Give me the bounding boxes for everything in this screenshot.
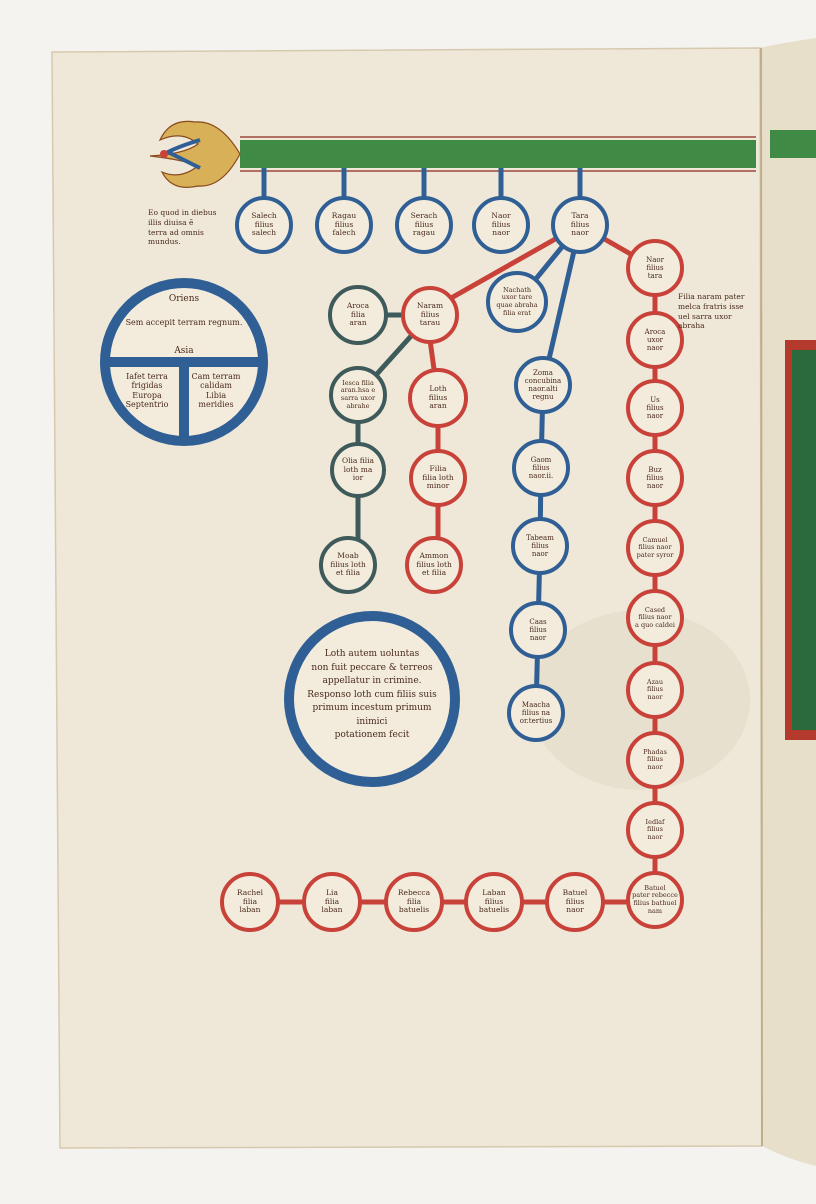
header-note: Eo quod in diebus illis diuisa ẽ terra a…	[148, 208, 217, 247]
nahor-node-10-label: Batuel pater rebecce filius bathuel nam	[632, 883, 678, 915]
map-title: Oriens	[168, 294, 200, 304]
nahor-node-9-label: Iedlaf filius naor	[645, 817, 665, 841]
nahor-node-8-circle	[626, 731, 684, 789]
top-row-node-2-label: Ragau filius falech	[331, 210, 357, 238]
green-title-band	[240, 140, 756, 168]
bottom-row-node-5-circle	[545, 872, 605, 932]
right-folio-green-band	[770, 130, 816, 158]
ammon-node-circle	[405, 536, 463, 594]
abram-node-circle	[486, 271, 548, 333]
nahor-node-2-label: Aroca uxor naor	[644, 327, 666, 353]
top-row-node-2-circle	[315, 196, 373, 254]
map-subtitle: Sem accepit terram regnum.	[125, 318, 243, 327]
nahor-node-1-circle	[626, 239, 684, 297]
nahor-node-3-label: Us filius naor	[646, 395, 664, 421]
tabeam-node-label: Tabeam filius naor	[526, 533, 554, 559]
bottom-row-node-2-label: Lia filia laban	[321, 887, 343, 915]
t-o-world-map	[100, 278, 268, 446]
tabeam-node-circle	[511, 517, 569, 575]
maacha-node-label: Maacha filius na or.tertius	[519, 700, 553, 726]
map-libia: Cam terram calidam Libia meridies	[191, 372, 241, 410]
loth-note-circle	[284, 611, 460, 787]
bottom-row-node-5-label: Batuel filius naor	[562, 887, 588, 915]
aroca-node-label: Aroca filia aran	[346, 300, 370, 328]
right-folio-miniature-inner	[792, 350, 816, 730]
loth-node-circle	[408, 368, 468, 428]
bottom-row-node-4-circle	[464, 872, 524, 932]
bottom-row-node-1-label: Rachel filia laban	[236, 887, 264, 915]
top-row-node-3-circle	[395, 196, 453, 254]
nahor-node-7-label: Azau filius naor	[646, 677, 664, 701]
top-row-node-5-circle	[551, 196, 609, 254]
bottom-row-node-3-label: Rebecca filia batuelis	[397, 887, 431, 915]
genealogy-nodes	[220, 196, 684, 932]
top-row-node-4-label: Naor filius naor	[491, 210, 511, 238]
nahor-node-10-circle	[626, 871, 684, 929]
ammon-node-label: Ammon filius loth et filia	[416, 550, 452, 578]
iesca-node-label: Iesca filia aran.hsa e sarra uxor abrahe	[340, 378, 376, 410]
maacha-node-circle	[507, 684, 565, 742]
moab-node-label: Moab filius loth et filia	[330, 550, 366, 578]
moab-node-circle	[319, 536, 377, 594]
nahor-note: Filia naram pater melca fratris isse uel…	[678, 292, 745, 331]
naram-node-label: Naram filius tarau	[416, 300, 444, 328]
sona-node-circle	[514, 356, 572, 414]
map-asia: Asia	[174, 346, 194, 356]
top-row-node-5-label: Tara filius naor	[570, 210, 590, 238]
gutter-fold	[760, 47, 763, 1147]
nahor-node-2-circle	[626, 311, 684, 369]
filia-maior-node-circle	[330, 442, 386, 498]
bottom-row-node-4-label: Laban filius batuelis	[478, 887, 510, 915]
nahor-node-6-circle	[626, 589, 684, 647]
nahor-node-8-label: Phadas filius naor	[643, 747, 667, 771]
loth-node-label: Loth filius aran	[428, 383, 448, 411]
nahor-node-4-circle	[626, 449, 684, 507]
bottom-row-node-3-circle	[384, 872, 444, 932]
caas-node-circle	[509, 601, 567, 659]
caas-node-label: Caas filius naor	[529, 617, 547, 643]
bottom-row-node-1-circle	[220, 872, 280, 932]
iesca-node-circle	[329, 366, 387, 424]
filia-minor-node-circle	[409, 449, 467, 507]
aroca-node-circle	[328, 285, 388, 345]
nahor-node-4-label: Buz filius naor	[646, 465, 664, 491]
acanthus-ornament	[149, 120, 241, 188]
loth-note: Loth autem uoluntas non fuit peccare & t…	[307, 649, 437, 740]
bottom-row-node-2-circle	[302, 872, 362, 932]
top-row-node-1-label: Salech filius salech	[251, 210, 277, 238]
naram-node-circle	[401, 286, 459, 344]
nahor-node-7-circle	[626, 661, 684, 719]
abram-node-label: Nachath uxor tare quae abraha filia erat	[496, 285, 538, 317]
sona-node-label: Zoma concubina naor.alti regnu	[524, 368, 562, 402]
nahor-node-9-circle	[626, 801, 684, 859]
nahor-node-3-circle	[626, 379, 684, 437]
gaom-node-circle	[512, 439, 570, 497]
nahor-node-1-label: Naor filius tara	[646, 255, 664, 281]
map-europa: Iafet terra frigidas Europa Septentrio	[125, 372, 169, 410]
top-row-node-1-circle	[235, 196, 293, 254]
nahor-node-5-circle	[626, 519, 684, 577]
nahor-node-6-label: Cased filius naor a quo caldei	[635, 605, 675, 629]
nahor-node-5-label: Camuel filius naor pater syror	[636, 535, 674, 559]
filia-maior-node-label: Olia filia loth ma ior	[341, 455, 375, 483]
gaom-node-label: Gaom filius naor.ii.	[528, 455, 554, 481]
top-row-node-3-label: Serach filius ragau	[410, 210, 438, 238]
top-row-node-4-circle	[472, 196, 530, 254]
filia-minor-node-label: Filia filia loth minor	[422, 463, 454, 491]
